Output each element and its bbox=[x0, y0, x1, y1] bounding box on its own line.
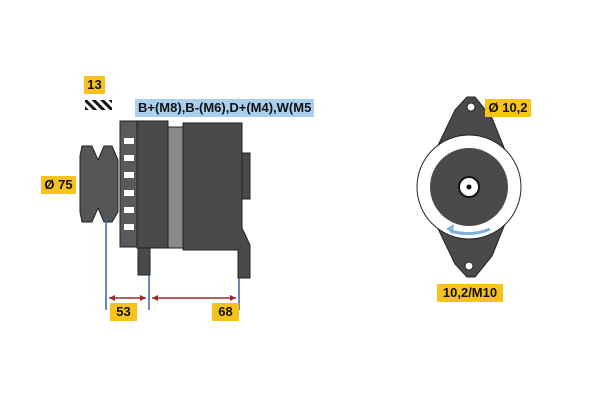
front-housing bbox=[136, 120, 169, 249]
alternator-side-view bbox=[79, 120, 251, 279]
hatch-icon bbox=[85, 100, 112, 110]
dimension-lines bbox=[109, 295, 236, 301]
dim-front-label: 53 bbox=[110, 303, 137, 321]
rear-housing bbox=[182, 122, 251, 279]
quantity-label: 13 bbox=[84, 76, 105, 94]
terminals-label: B+(M8),B-(M6),D+(M4),W(M5 bbox=[135, 99, 315, 117]
top-mount-hole bbox=[466, 102, 476, 112]
dim-mount-label: 68 bbox=[212, 303, 239, 321]
rear-cap bbox=[241, 152, 251, 200]
stator-band bbox=[167, 126, 184, 249]
rotation-arrow-icon bbox=[449, 227, 491, 236]
pulley bbox=[79, 145, 119, 223]
reference-lines bbox=[105, 218, 240, 310]
hole-diameter-label: Ø 10,2 bbox=[485, 99, 531, 117]
alternator-front-view bbox=[416, 96, 522, 278]
front-foot bbox=[137, 247, 151, 276]
pulley-diameter-label: Ø 75 bbox=[41, 176, 76, 194]
bottom-mount-label: 10,2/M10 bbox=[437, 284, 503, 302]
bottom-mount-hole bbox=[464, 261, 474, 271]
